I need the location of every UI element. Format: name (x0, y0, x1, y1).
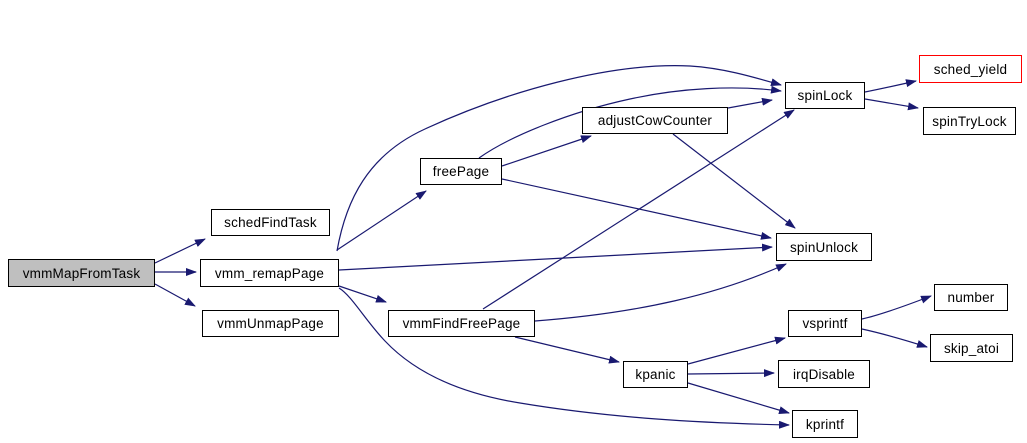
node-freePage[interactable]: freePage (420, 158, 502, 185)
edge-vmm_remapPage-vmmFindFreePage (338, 285, 387, 303)
node-sched_yield[interactable]: sched_yield (919, 55, 1022, 83)
node-kprintf[interactable]: kprintf (792, 410, 858, 438)
node-vmmFindFreePage[interactable]: vmmFindFreePage (388, 310, 535, 337)
edge-vmmFindFreePage-spinUnlock (534, 263, 787, 322)
edge-vmm_remapPage-kprintf (338, 287, 790, 429)
edge-vmm_remapPage-freePage (336, 190, 427, 251)
node-vsprintf[interactable]: vsprintf (788, 310, 862, 337)
node-number[interactable]: number (934, 284, 1008, 311)
edge-adjustCowCounter-spinUnlock (672, 133, 796, 229)
edge-spinLock-spinTryLock (864, 98, 919, 111)
node-spinTryLock[interactable]: spinTryLock (923, 107, 1016, 135)
edge-freePage-spinLock (478, 85, 782, 159)
edge-vmmFindFreePage-spinLock (482, 109, 795, 310)
node-schedFindTask[interactable]: schedFindTask (211, 209, 330, 236)
node-vmmUnmapPage[interactable]: vmmUnmapPage (202, 310, 339, 337)
node-vmm_remapPage[interactable]: vmm_remapPage (200, 259, 339, 287)
node-irqDisable[interactable]: irqDisable (778, 360, 870, 388)
node-skip_atoi[interactable]: skip_atoi (930, 334, 1013, 362)
edge-vsprintf-skip_atoi (861, 328, 928, 348)
edge-freePage-spinUnlock (501, 178, 772, 240)
node-spinUnlock[interactable]: spinUnlock (776, 233, 872, 261)
edge-adjustCowCounter-spinLock (727, 97, 773, 109)
edge-kpanic-irqDisable (687, 369, 775, 378)
node-spinLock[interactable]: spinLock (785, 82, 865, 109)
node-kpanic[interactable]: kpanic (623, 361, 688, 388)
node-adjustCowCounter[interactable]: adjustCowCounter (582, 107, 728, 134)
edge-freePage-adjustCowCounter (501, 135, 592, 167)
edge-vmmFindFreePage-kpanic (514, 336, 620, 364)
edge-vmmMapFromTask-schedFindTask (154, 238, 206, 264)
edge-vmm_remapPage-spinLock (336, 65, 782, 252)
edge-spinLock-sched_yield (864, 79, 917, 93)
edge-kpanic-kprintf (687, 382, 790, 414)
edge-vsprintf-number (861, 295, 932, 320)
edge-vmm_remapPage-spinUnlock (338, 243, 773, 271)
edge-kpanic-vsprintf (687, 336, 786, 365)
node-vmmMapFromTask: vmmMapFromTask (8, 259, 155, 287)
edge-vmmMapFromTask-vmmUnmapPage (154, 283, 196, 307)
